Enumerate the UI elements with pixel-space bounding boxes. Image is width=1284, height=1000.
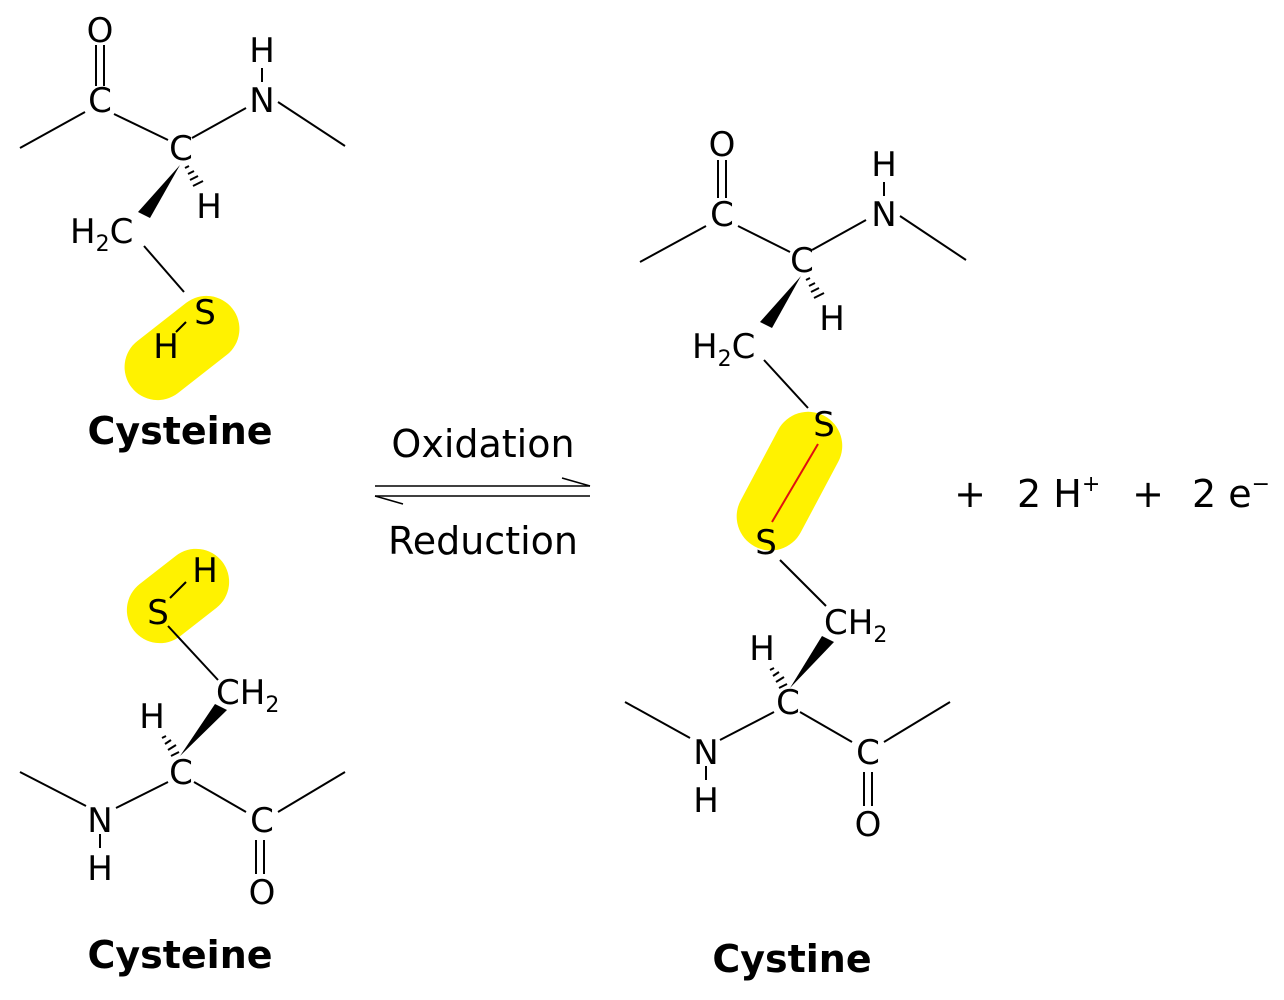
cystine-label: Cystine	[712, 937, 871, 981]
thiol-hydrogen: H	[192, 551, 218, 591]
carbonyl-carbon: C	[710, 195, 734, 235]
carbonyl-carbon: C	[88, 81, 112, 121]
disulfide-bond	[771, 443, 819, 523]
thiol-highlight-bottom	[126, 548, 230, 644]
sulfur-atom: S	[194, 293, 216, 333]
side-chain-bond	[779, 559, 827, 607]
cysteine-top-molecule: O C H N C H H2C S H	[19, 11, 346, 401]
backbone-bond	[113, 113, 169, 141]
alpha-hydrogen: H	[196, 187, 222, 227]
backbone-bond	[799, 711, 853, 743]
methylene-group: CH2	[824, 603, 887, 648]
hash-bond	[167, 744, 177, 751]
amide-nitrogen: N	[693, 733, 718, 773]
wedge-bond	[138, 165, 180, 218]
amide-hydrogen: H	[249, 31, 275, 71]
oxygen-atom: O	[87, 11, 114, 51]
alpha-carbon: C	[169, 129, 193, 169]
hash-bond	[772, 671, 780, 677]
reduction-label: Reduction	[388, 519, 578, 563]
backbone-bond	[191, 107, 247, 139]
backbone-bond	[277, 771, 346, 813]
plus-sign: +	[1132, 472, 1164, 516]
alpha-hydrogen: H	[139, 697, 165, 737]
oxidation-label: Oxidation	[391, 422, 574, 466]
hash-bond	[810, 287, 820, 293]
electrons: 2 e−	[1192, 472, 1270, 516]
sulfur-atom-lower: S	[755, 523, 777, 563]
hash-bond	[189, 175, 199, 181]
cysteine-label-bottom: Cysteine	[87, 933, 272, 977]
alpha-hydrogen: H	[749, 629, 775, 669]
oxygen-atom: O	[249, 873, 276, 913]
forward-arrow-head	[561, 477, 591, 487]
hash-bond	[778, 683, 788, 689]
methylene-group: H2C	[692, 327, 755, 372]
hash-bond	[813, 292, 825, 299]
cysteine-label-top: Cysteine	[87, 409, 272, 453]
cystine-molecule: O C H N C H H2C S S CH2 H C N H C O	[624, 125, 967, 845]
sulfur-atom: S	[147, 593, 169, 633]
amide-nitrogen: N	[87, 801, 112, 841]
backbone-bond	[277, 101, 346, 147]
amide-nitrogen: N	[249, 81, 274, 121]
byproducts: + 2 H+ + 2 e−	[954, 472, 1270, 516]
side-chain-bond	[167, 625, 219, 681]
side-chain-bond	[763, 359, 809, 409]
hash-bond	[161, 735, 167, 739]
hash-bond	[808, 282, 816, 287]
backbone-bond	[719, 711, 775, 741]
backbone-bond	[193, 781, 247, 813]
side-chain-bond	[143, 245, 185, 293]
wedge-bond	[760, 276, 801, 328]
amide-hydrogen: H	[87, 849, 113, 889]
sulfur-atom-upper: S	[813, 405, 835, 445]
hash-bond	[164, 739, 172, 745]
hash-bond	[187, 170, 195, 175]
amide-hydrogen: H	[693, 781, 719, 821]
hash-bond	[769, 667, 775, 671]
alpha-carbon: C	[169, 753, 193, 793]
hash-bond	[775, 676, 785, 683]
alpha-hydrogen: H	[819, 299, 845, 339]
equilibrium-arrows: Oxidation Reduction	[374, 422, 591, 563]
plus-sign: +	[954, 472, 986, 516]
hash-bond	[805, 277, 811, 281]
backbone-bond	[899, 215, 967, 261]
amide-hydrogen: H	[871, 145, 897, 185]
carbonyl-carbon: C	[856, 733, 880, 773]
hash-bond	[170, 751, 180, 757]
backbone-bond	[737, 225, 791, 253]
backbone-bond	[624, 701, 691, 739]
cysteine-bottom-molecule: H S CH2 H C N H C O	[19, 548, 346, 913]
oxygen-atom: O	[709, 125, 736, 165]
protons: 2 H+	[1017, 472, 1100, 516]
backbone-bond	[639, 225, 707, 263]
thiol-highlight-top	[124, 295, 240, 401]
backbone-bond	[811, 219, 867, 251]
methylene-group: CH2	[216, 673, 279, 718]
oxygen-atom: O	[855, 805, 882, 845]
backbone-bond	[19, 111, 86, 149]
reverse-arrow-head	[374, 495, 404, 505]
hash-bond	[192, 180, 204, 187]
backbone-bond	[115, 781, 169, 809]
wedge-bond	[790, 636, 834, 688]
alpha-carbon: C	[790, 241, 814, 281]
backbone-bond	[883, 701, 951, 743]
wedge-bond	[180, 704, 227, 756]
hash-bond	[184, 165, 190, 169]
alpha-carbon: C	[776, 683, 800, 723]
s-h-bond	[175, 321, 187, 333]
methylene-group: H2C	[70, 212, 133, 257]
s-h-bond	[169, 581, 187, 599]
thiol-hydrogen: H	[153, 327, 179, 367]
backbone-bond	[19, 771, 87, 807]
amide-nitrogen: N	[871, 195, 896, 235]
carbonyl-carbon: C	[250, 801, 274, 841]
